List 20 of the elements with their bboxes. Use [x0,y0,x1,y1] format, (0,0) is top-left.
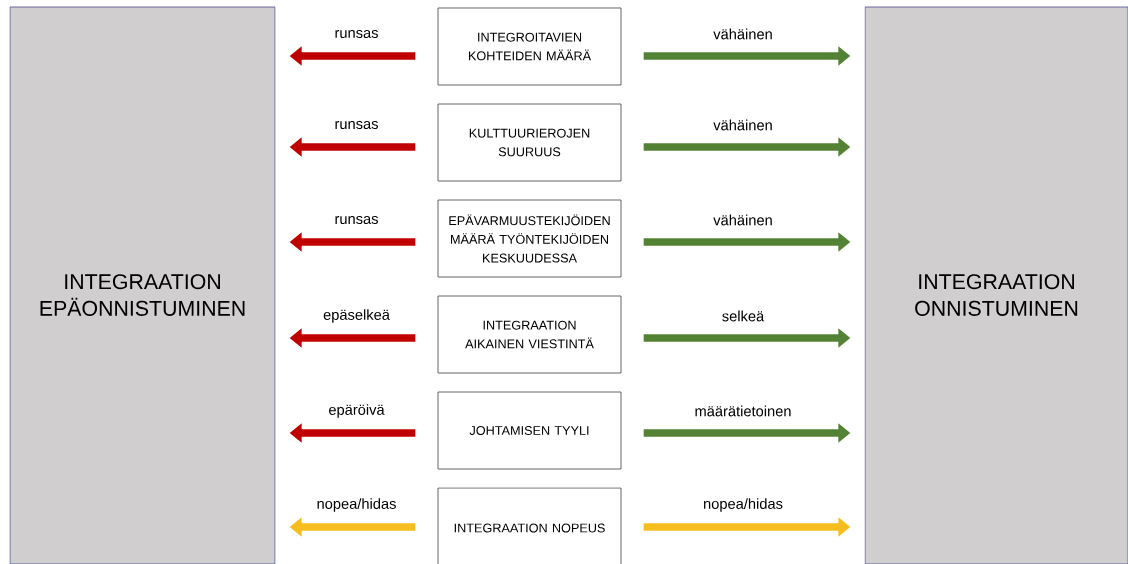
edge-label: nopea/hidas [704,498,783,512]
edge-label: epäröivä [329,404,385,418]
factor-box: INTEGRAATION NOPEUS [437,487,622,564]
edge-label: määrätietoinen [695,405,791,417]
edge-label: vähäinen [713,214,772,226]
edge-label: epäselkeä [323,309,390,323]
outcome-panel: INTEGRAATION ONNISTUMINEN [864,6,1128,564]
edge-label: runsas [335,30,378,38]
factor-box: KULTTUURIEROJEN SUURUUS [437,103,622,182]
edge-label: vähäinen [713,119,772,131]
edge-label: runsas [335,121,378,129]
outcome-panel: INTEGRAATION EPÄONNISTUMINEN [9,6,276,564]
factor-box: INTEGRAATION AIKAINEN VIESTINTÄ [437,295,622,374]
edge-label: nopea/hidas [317,498,396,512]
factor-box: INTEGROITAVIEN KOHTEIDEN MÄÄRÄ [437,7,622,86]
edge-label: runsas [335,216,378,224]
edge-label: selkeä [722,310,765,322]
edge-label: vähäinen [713,28,772,40]
factor-box: JOHTAMISEN TYYLI [437,391,622,470]
factor-box: EPÄVARMUUSTEKIJÖIDEN MÄÄRÄ TYÖNTEKIJÖIDEN KESKUUDESSA [437,199,622,278]
